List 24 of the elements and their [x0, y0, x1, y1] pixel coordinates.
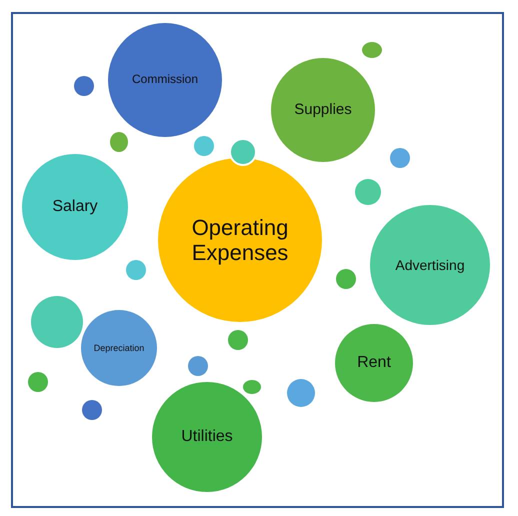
bubble-label: Salary: [51, 198, 99, 216]
dot: [287, 379, 315, 407]
bubble-label: Depreciation: [92, 342, 146, 354]
dot: [229, 138, 257, 166]
dot: [188, 356, 208, 376]
dot: [82, 400, 102, 420]
dot: [228, 330, 248, 350]
dot: [31, 296, 83, 348]
bubble-label: Utilities: [180, 428, 234, 446]
dot: [126, 260, 146, 280]
bubble-label: Supplies: [293, 101, 353, 119]
bubble-label: Operating Expenses: [190, 214, 290, 266]
dot: [243, 380, 261, 394]
bubble-label: Rent: [356, 354, 392, 372]
dot: [355, 179, 381, 205]
bubble-label: Advertising: [394, 256, 466, 274]
dot: [110, 132, 128, 152]
dot: [390, 148, 410, 168]
dot: [336, 269, 356, 289]
dot: [74, 76, 94, 96]
dot: [194, 136, 214, 156]
bubble-label: Commission: [130, 73, 199, 87]
dot: [362, 42, 382, 58]
dot: [28, 372, 48, 392]
